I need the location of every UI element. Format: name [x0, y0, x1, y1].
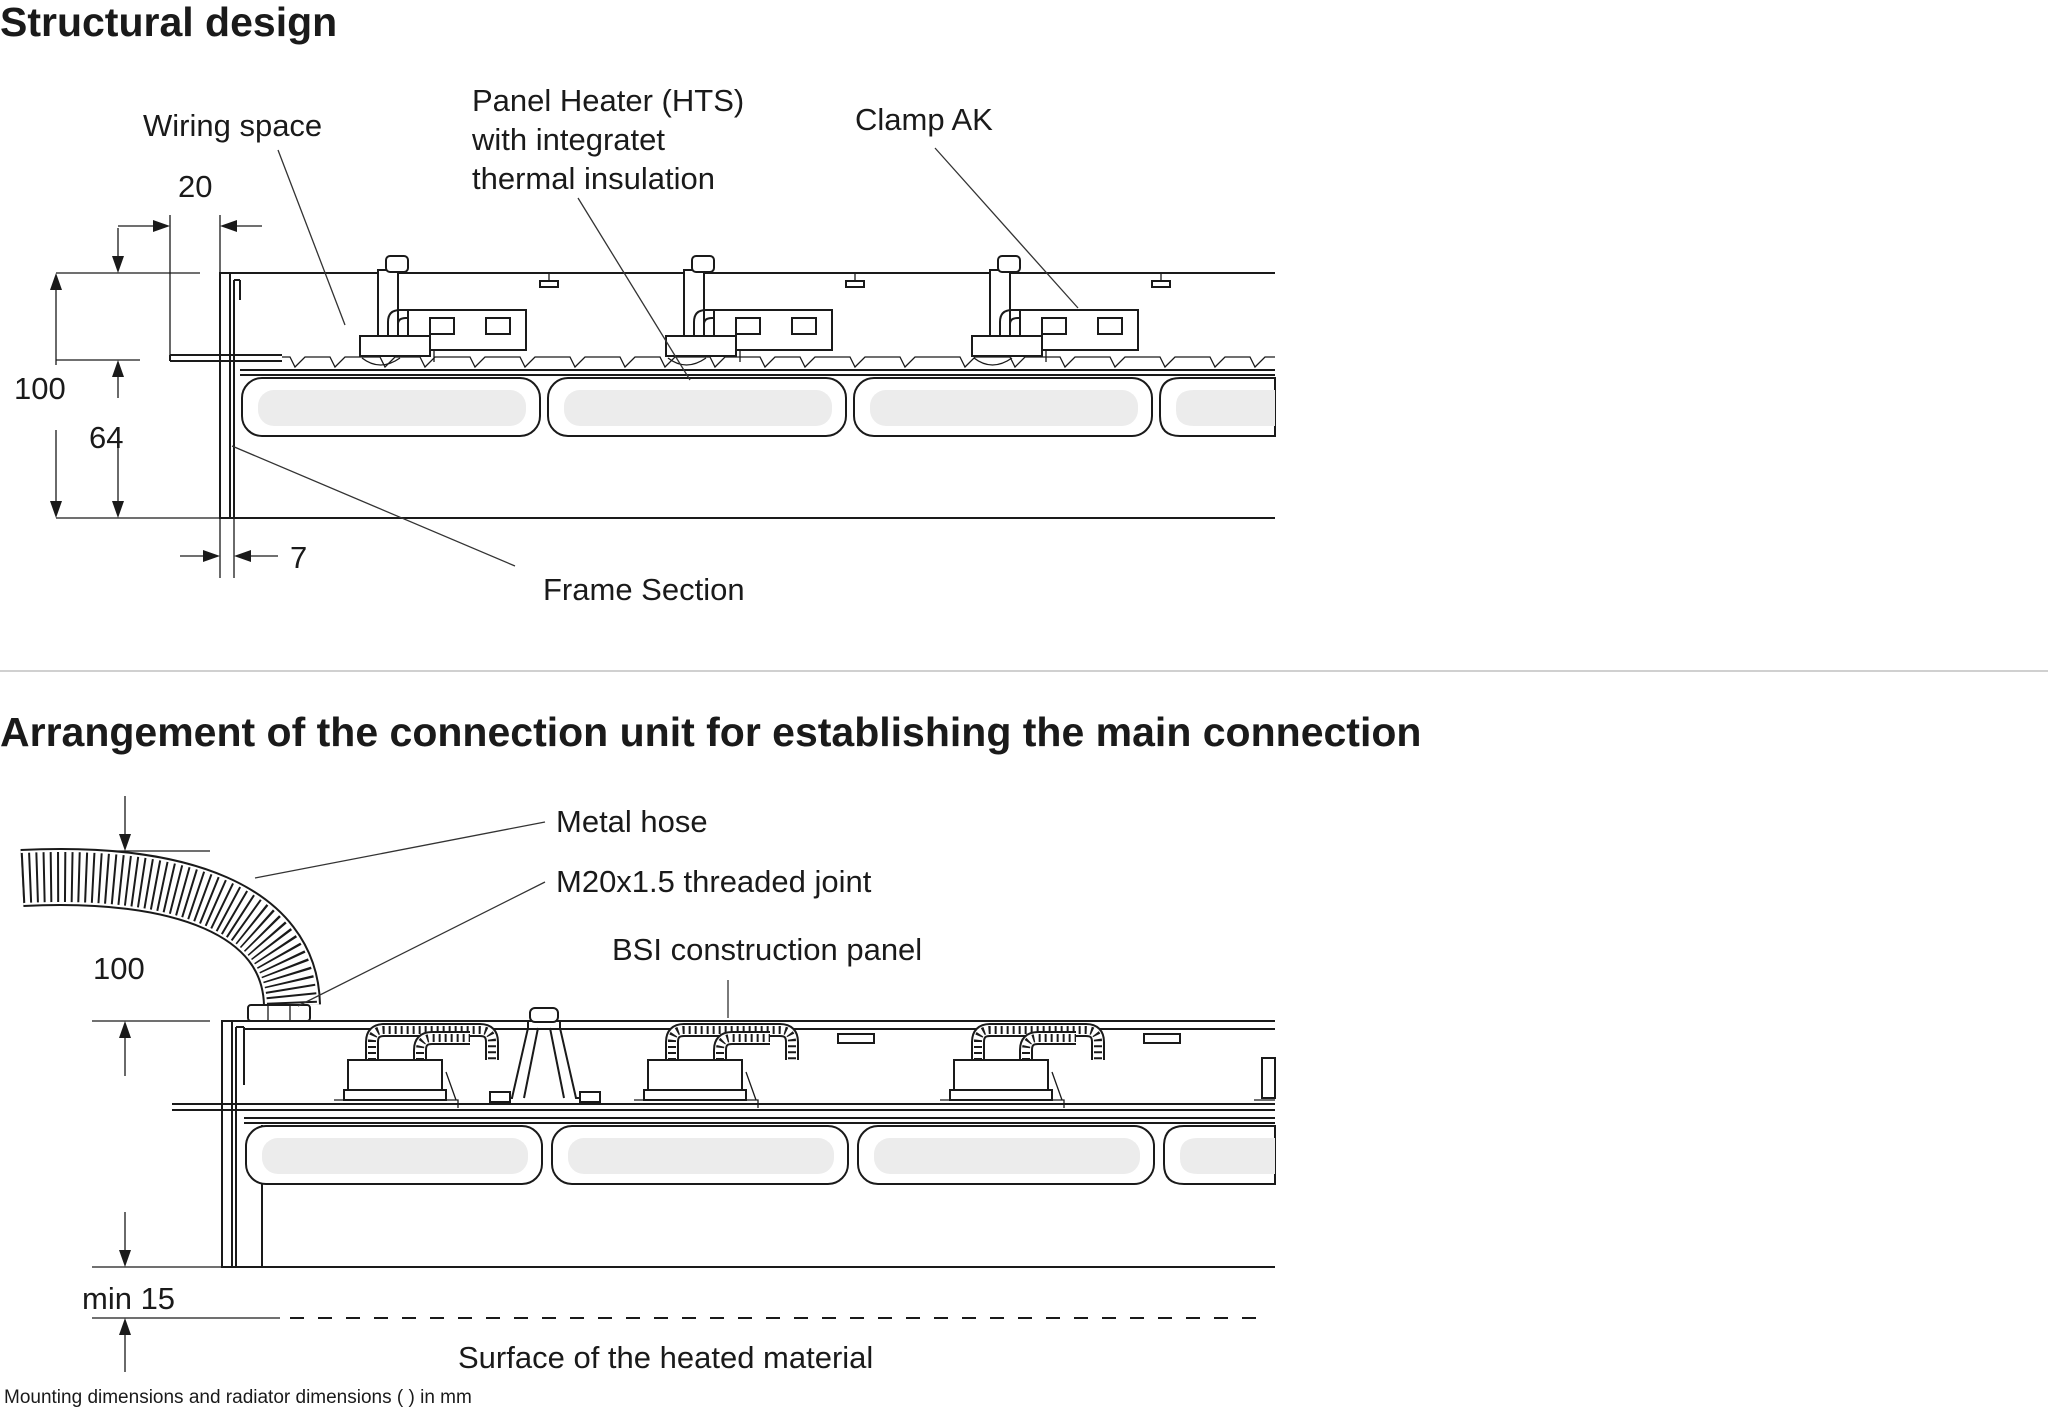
dimension-20: 20: [178, 169, 212, 204]
section1-title: Structural design: [0, 0, 337, 45]
panel-heater-label-line1: Panel Heater (HTS): [472, 83, 744, 118]
section1-heater-assembly-1: [359, 255, 559, 366]
dimension-7: 7: [290, 540, 307, 575]
footnote: Mounting dimensions and radiator dimensi…: [4, 1387, 472, 1408]
section2-dimension-100: 100: [93, 951, 145, 986]
section2-frame: [92, 850, 1275, 1268]
section2-radiator-panels: [245, 1125, 1276, 1185]
section1-leader-lines: [231, 147, 1079, 567]
section2-heater-unit-1: [334, 1023, 499, 1108]
section2-dimension-lines: [92, 796, 1260, 1372]
metal-hose-label: Metal hose: [556, 804, 708, 839]
wiring-space-label: Wiring space: [143, 108, 322, 143]
clamp-label: Clamp AK: [855, 102, 993, 137]
panel-heater-label-line2: with integratet: [471, 122, 665, 157]
dimension-100: 100: [14, 371, 66, 406]
section1-heater-assembly-2: [665, 255, 865, 366]
section1-dimension-lines: [50, 215, 278, 578]
section2-dimension-min-15: min 15: [82, 1281, 175, 1316]
dimension-64: 64: [89, 420, 123, 455]
section1-radiator-panels: [241, 377, 1276, 437]
frame-section-label: Frame Section: [543, 572, 745, 607]
panel-heater-label-line3: thermal insulation: [472, 161, 715, 196]
section2-leader-lines: [254, 821, 729, 1018]
threaded-joint-label: M20x1.5 threaded joint: [556, 864, 872, 899]
bsi-construction-panel-label: BSI construction panel: [612, 932, 922, 967]
section2-heater-unit-4-partial: [1254, 1057, 1276, 1101]
section2-heater-unit-3: [940, 1023, 1105, 1108]
section1-frame: [56, 272, 1275, 519]
metal-hose: [20, 848, 321, 1022]
section2-title: Arrangement of the connection unit for e…: [0, 709, 1421, 755]
heated-surface-label: Surface of the heated material: [458, 1340, 873, 1375]
bsi-construction-panel: [489, 1007, 1181, 1103]
section1-heater-assembly-3: [971, 255, 1171, 366]
section2-heater-unit-2: [634, 1023, 799, 1108]
